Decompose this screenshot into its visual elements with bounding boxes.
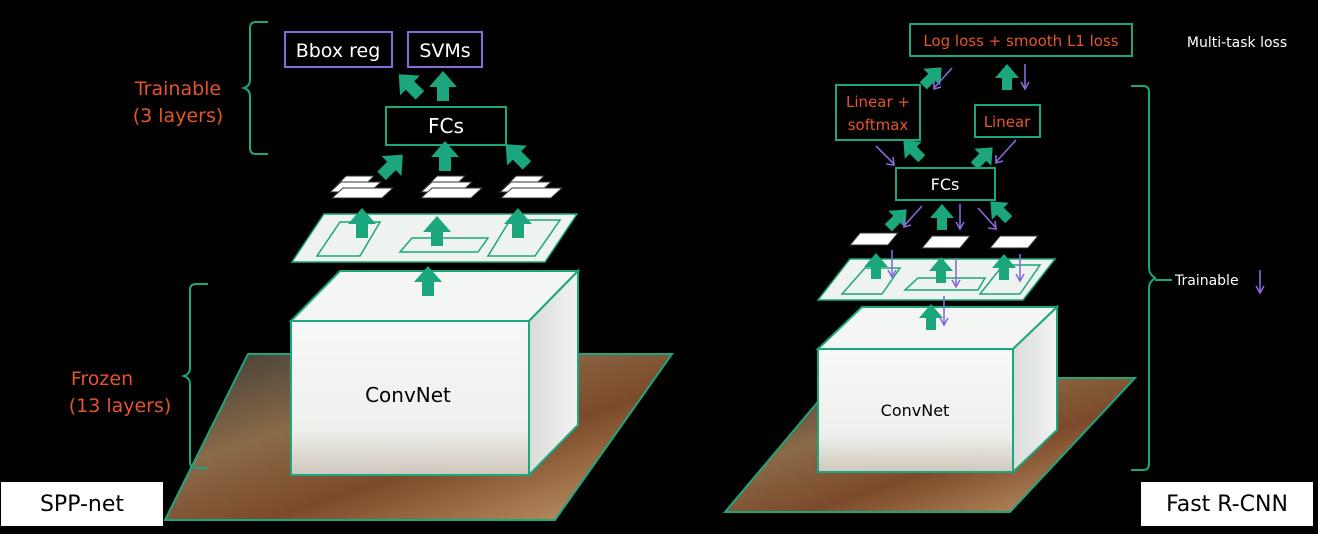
convnet-label: ConvNet — [365, 383, 451, 407]
forward-arrow — [919, 304, 943, 330]
forward-arrow — [348, 208, 376, 238]
forward-arrow — [995, 64, 1019, 90]
convnet-front-face — [817, 348, 1014, 473]
roi-pooled-feature — [988, 235, 1040, 249]
roi-window — [486, 219, 562, 257]
forward-arrow — [930, 204, 954, 230]
forward-arrow — [377, 154, 403, 181]
fast-rcnn-caption: Fast R-CNN — [1140, 481, 1314, 527]
linear-softmax-box — [835, 84, 921, 141]
trainable-label: Trainable — [1174, 273, 1239, 289]
bbox-reg-label: Bbox reg — [296, 40, 381, 62]
roi-window — [398, 237, 490, 253]
forward-arrow — [929, 257, 953, 283]
linear-softmax-label-line1: Linear + — [846, 93, 910, 111]
multitask-loss-label: Multi-task loss — [1187, 35, 1287, 51]
fcs-label: FCs — [428, 114, 464, 138]
forward-arrow — [505, 144, 532, 170]
frozen-label-line1: Frozen — [71, 368, 133, 390]
svms-box — [407, 31, 483, 68]
forward-arrow — [919, 67, 942, 90]
roi-window — [840, 267, 902, 295]
trainable-brace — [240, 21, 268, 155]
forward-arrow — [970, 147, 993, 170]
trainable-label-line1: Trainable — [134, 78, 221, 100]
spp-pooled-stack — [328, 175, 395, 199]
forward-arrow — [992, 254, 1016, 280]
forward-arrow — [423, 216, 451, 246]
linear-softmax-label-line2: softmax — [848, 116, 909, 134]
bbox-reg-box — [284, 31, 393, 68]
fast-rcnn-diagram: ConvNet FCs Linear + softmax Linear Log … — [722, 23, 1287, 513]
forward-arrow — [398, 74, 425, 100]
forward-arrow — [990, 201, 1013, 224]
roi-pooled-feature — [920, 235, 972, 249]
trainable-label-line2: (3 layers) — [133, 105, 224, 127]
roi-window — [903, 277, 987, 291]
roi-pooled-feature — [848, 232, 900, 246]
backprop-legend-arrow — [1255, 270, 1265, 295]
forward-arrow — [431, 141, 459, 171]
forward-arrow — [864, 253, 888, 279]
roi-window — [978, 264, 1042, 295]
forward-arrow — [903, 140, 926, 163]
multitask-loss-formula: Log loss + smooth L1 loss — [923, 32, 1118, 50]
spp-net-caption: SPP-net — [0, 481, 164, 527]
forward-arrow — [414, 266, 442, 296]
fcs-box — [895, 167, 996, 201]
forward-arrow — [884, 209, 907, 232]
convnet-front-face — [290, 320, 530, 476]
frozen-label-line2: (13 layers) — [69, 395, 172, 417]
multitask-loss-box — [909, 23, 1133, 57]
linear-box — [974, 104, 1041, 138]
svms-label: SVMs — [419, 40, 470, 62]
spp-pooled-stack — [498, 175, 564, 199]
spp-net-diagram: ConvNet FCs Bbox reg SVMs — [69, 21, 674, 521]
forward-arrow — [429, 71, 457, 101]
backprop-arrows — [875, 64, 1030, 327]
spp-pooled-stack — [419, 175, 484, 199]
fcs-label: FCs — [931, 175, 960, 194]
frozen-brace — [180, 283, 208, 469]
linear-label: Linear — [984, 113, 1031, 131]
fcs-box — [385, 106, 507, 146]
trainable-brace — [1131, 85, 1157, 471]
forward-arrow — [504, 208, 532, 238]
convnet-label: ConvNet — [881, 401, 950, 420]
